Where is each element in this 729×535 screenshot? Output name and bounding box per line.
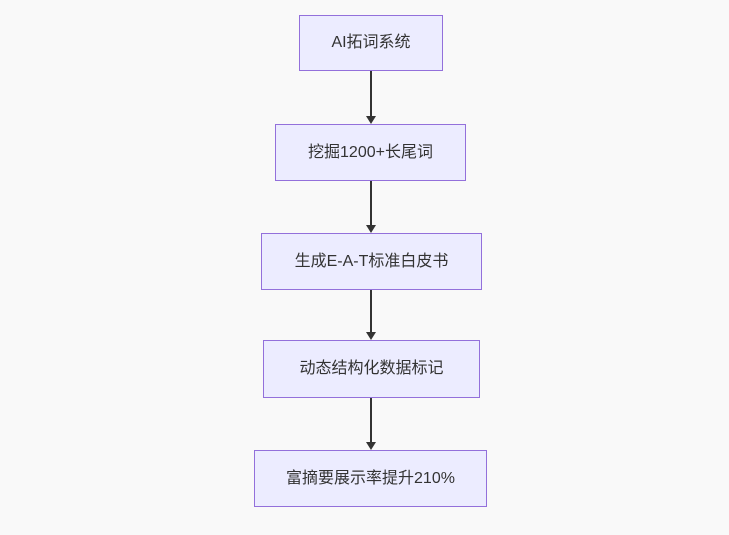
arrow-down-icon — [366, 116, 376, 124]
flowchart-node-label: 动态结构化数据标记 — [299, 360, 444, 378]
arrow-down-icon — [366, 332, 376, 340]
flowchart-node-label: AI拓词系统 — [331, 34, 411, 52]
flowchart-node-longtail-mining: 挖掘1200+长尾词 — [275, 124, 466, 181]
edge-line-1 — [370, 71, 372, 116]
flowchart-node-structured-data: 动态结构化数据标记 — [263, 340, 480, 398]
flowchart-node-rich-snippet-result: 富摘要展示率提升210% — [254, 450, 487, 507]
edge-line-4 — [370, 398, 372, 442]
flowchart-node-eat-whitepaper: 生成E-A-T标准白皮书 — [261, 233, 482, 290]
flowchart-node-label: 富摘要展示率提升210% — [286, 469, 455, 487]
edge-line-3 — [370, 290, 372, 332]
flowchart-node-label: 生成E-A-T标准白皮书 — [294, 252, 449, 270]
arrow-down-icon — [366, 442, 376, 450]
flowchart-node-ai-expansion: AI拓词系统 — [299, 15, 443, 71]
arrow-down-icon — [366, 225, 376, 233]
edge-line-2 — [370, 181, 372, 225]
flowchart-node-label: 挖掘1200+长尾词 — [308, 143, 433, 161]
